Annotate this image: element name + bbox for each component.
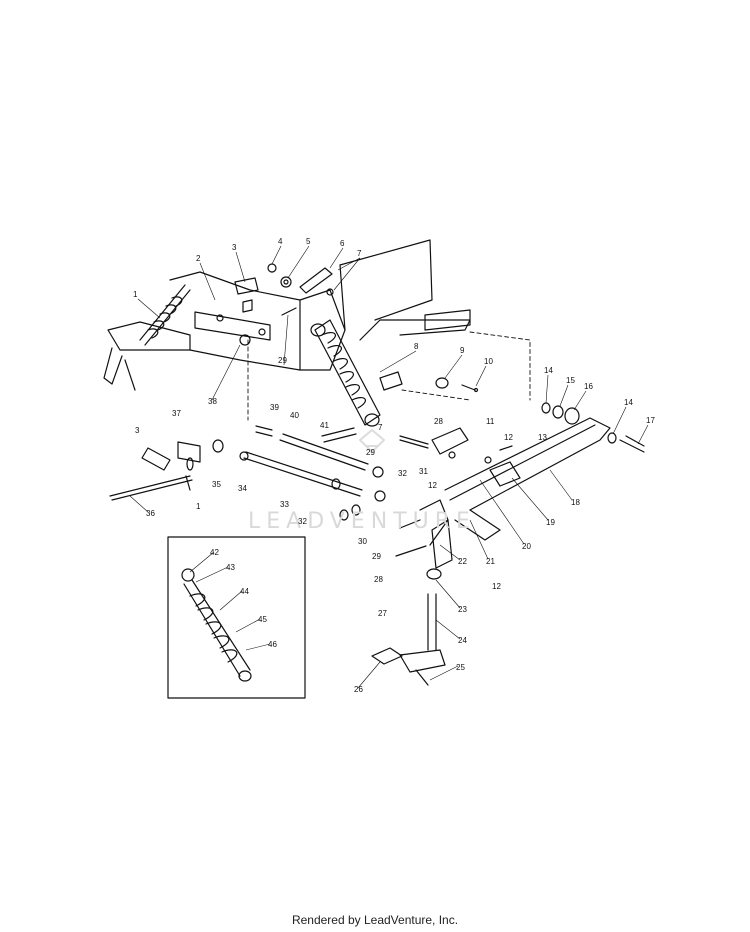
callout-27: 27	[378, 609, 387, 618]
callout-4: 4	[278, 237, 283, 246]
callout-19: 19	[546, 518, 555, 527]
left-shock-spring	[139, 284, 191, 346]
leader-lines	[129, 245, 649, 689]
footer-credit: Rendered by LeadVenture, Inc.	[291, 913, 459, 927]
callout-12c: 12	[492, 582, 501, 591]
left-frame-assembly	[103, 271, 346, 391]
callout-18: 18	[571, 498, 580, 507]
callout-45: 45	[258, 615, 267, 624]
callout-3b: 3	[135, 426, 140, 435]
callout-25: 25	[456, 663, 465, 672]
callout-12: 12	[504, 433, 513, 442]
callout-7b: 7	[378, 423, 383, 432]
callout-32b: 32	[298, 517, 307, 526]
callout-9: 9	[460, 346, 465, 355]
callout-16: 16	[584, 382, 593, 391]
callout-8: 8	[414, 342, 419, 351]
right-frame-panel	[339, 239, 471, 341]
callout-38: 38	[208, 397, 217, 406]
callout-36: 36	[146, 509, 155, 518]
callout-44: 44	[240, 587, 249, 596]
callout-26: 26	[354, 685, 363, 694]
callout-31: 31	[419, 467, 428, 476]
watermark-logo	[359, 429, 385, 453]
inset-shock	[181, 568, 252, 682]
callout-17: 17	[646, 416, 655, 425]
callout-32: 32	[398, 469, 407, 478]
callout-29: 29	[278, 356, 287, 365]
a-arm	[444, 417, 611, 541]
callout-30: 30	[358, 537, 367, 546]
callout-37: 37	[172, 409, 181, 418]
callout-1: 1	[133, 290, 138, 299]
callout-3: 3	[232, 243, 237, 252]
callout-29b: 29	[366, 448, 375, 457]
callout-11: 11	[486, 417, 495, 426]
parts-8-to-10	[379, 371, 479, 393]
center-shock-absorber	[310, 319, 381, 427]
callout-21: 21	[486, 557, 495, 566]
callout-43: 43	[226, 563, 235, 572]
callout-33: 33	[280, 500, 289, 509]
callout-13: 13	[538, 433, 547, 442]
callout-1b: 1	[196, 502, 201, 511]
dashed-guides	[247, 331, 531, 421]
bracket-parts	[431, 427, 513, 464]
callout-15: 15	[566, 376, 575, 385]
callout-5: 5	[306, 237, 311, 246]
callout-28b: 28	[374, 575, 383, 584]
callout-20: 20	[522, 542, 531, 551]
callout-41: 41	[320, 421, 329, 430]
callout-46: 46	[268, 640, 277, 649]
top-bracket-parts	[234, 263, 334, 316]
callout-12b: 12	[428, 481, 437, 490]
callout-14: 14	[544, 366, 553, 375]
callout-22: 22	[458, 557, 467, 566]
callout-35: 35	[212, 480, 221, 489]
callout-28: 28	[434, 417, 443, 426]
callout-24: 24	[458, 636, 467, 645]
bolts	[321, 427, 429, 557]
callout-10: 10	[484, 357, 493, 366]
callout-34: 34	[238, 484, 247, 493]
callout-7: 7	[357, 249, 362, 258]
callout-labels: 1 1 2 3 3 4 5 6 7 7 8 9 10 11 12 12 12 1…	[133, 237, 655, 694]
callout-14b: 14	[624, 398, 633, 407]
callout-42: 42	[210, 548, 219, 557]
watermark: LEADVENTURE	[248, 509, 476, 534]
spindle-assembly	[371, 499, 453, 686]
inset-box	[167, 536, 306, 699]
callout-23: 23	[458, 605, 467, 614]
callout-2: 2	[196, 254, 201, 263]
callout-39: 39	[270, 403, 279, 412]
callout-29c: 29	[372, 552, 381, 561]
left-small-hardware	[109, 425, 273, 501]
tie-rods	[243, 433, 386, 521]
callout-40: 40	[290, 411, 299, 420]
callout-6: 6	[340, 239, 345, 248]
